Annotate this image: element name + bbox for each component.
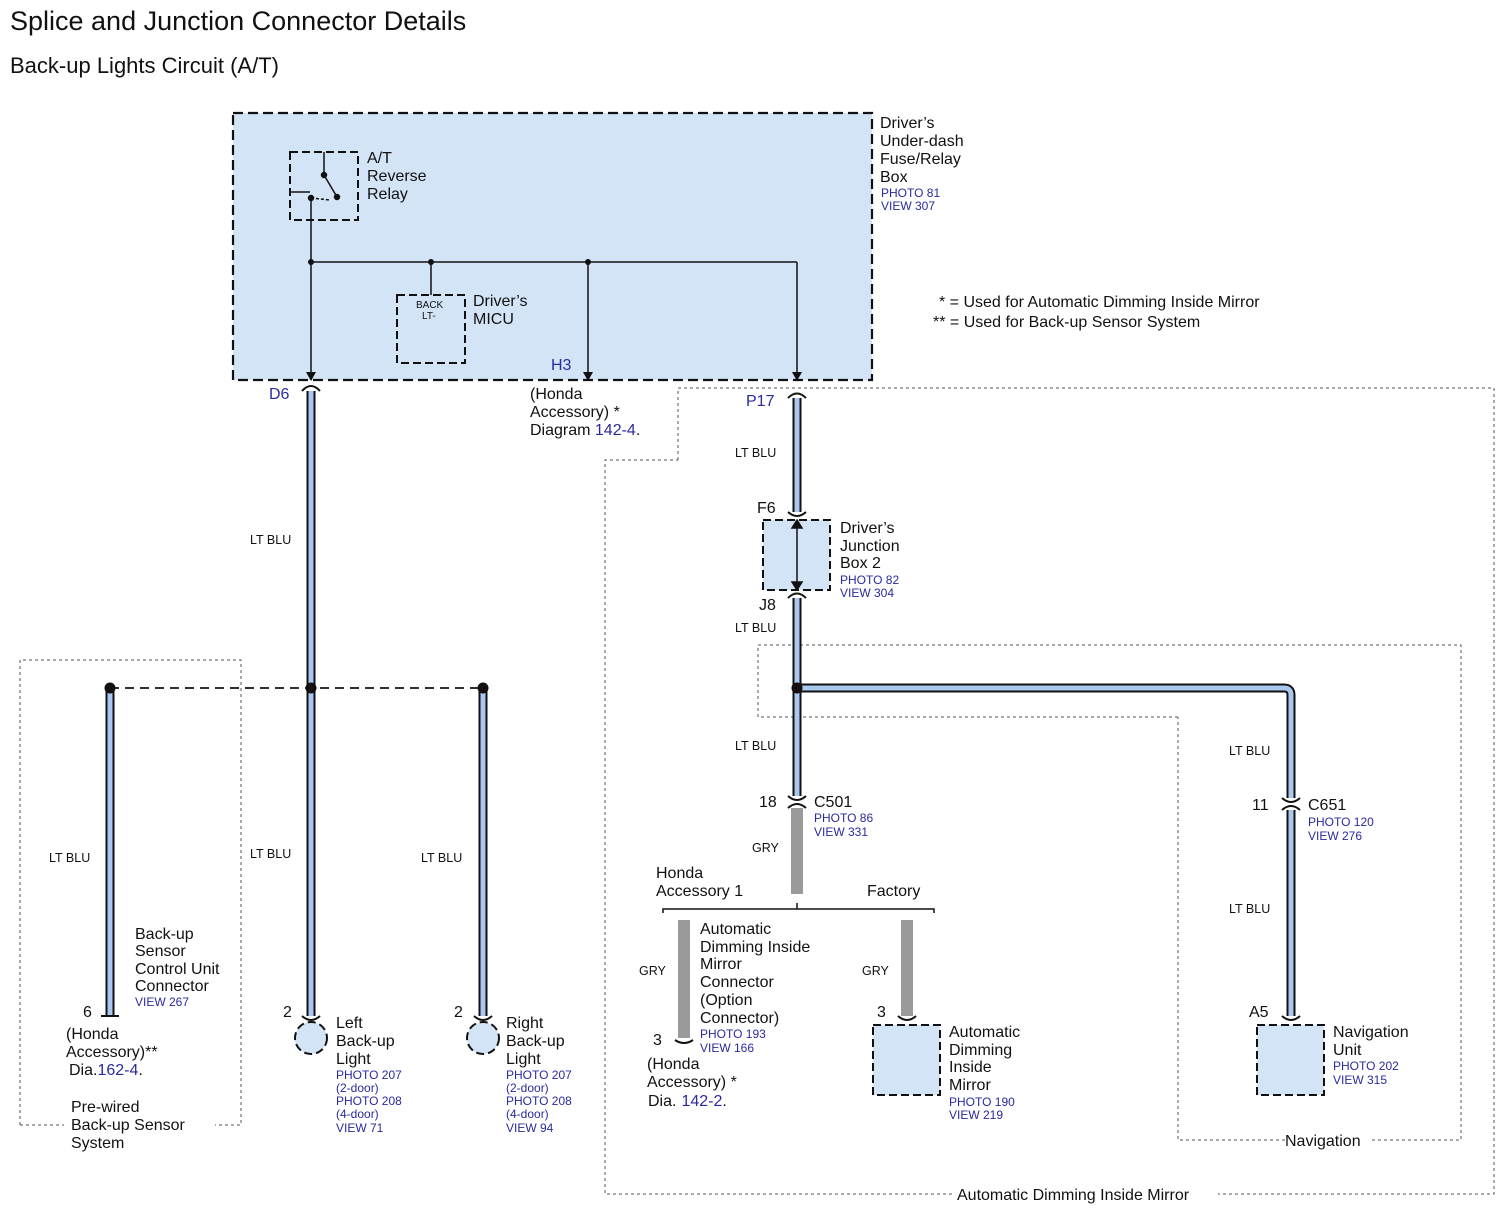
pin-f6: F6 [757,500,776,517]
nav-unit-refs: PHOTO 202 VIEW 315 [1333,1059,1402,1087]
pin-mirror: 3 [877,1004,886,1021]
fuse-box-refs: PHOTO 81 VIEW 307 [881,186,943,213]
wire-label-connector-gry: GRY [639,964,667,978]
junction-box-2-refs: PHOTO 82 VIEW 304 [840,573,902,600]
backup-sensor-view: VIEW 267 [135,995,189,1009]
mirror-group-label: Automatic Dimming Inside Mirror [957,1187,1190,1204]
navigation-group-outline [757,644,1462,1141]
mirror-label: Automatic Dimming Inside Mirror [949,1024,1025,1094]
wire-label-nav-branch: LT BLU [1229,744,1270,758]
left-light-refs: PHOTO 207 (2-door) PHOTO 208 (4-door) VI… [336,1068,405,1135]
junction-box-2-label: Driver’s Junction Box 2 [840,520,904,572]
h3-accessory-note: (Honda Accessory) * Diagram 142-4. [530,386,640,439]
navigation-unit [1256,1024,1325,1096]
wire-label-nav: LT BLU [1229,902,1270,916]
wire-label-left-light: LT BLU [250,847,291,861]
left-light-label: Left Back-up Light [336,1015,399,1068]
wire-label-to-c501: LT BLU [735,739,776,753]
relay-label: A/T Reverse Relay [367,150,431,203]
right-light-label: Right Back-up Light [506,1015,569,1068]
micu-pin-label: BACK LT- [416,300,446,322]
c501-refs: PHOTO 86 VIEW 331 [814,811,876,839]
nav-unit-label: Navigation Unit [1333,1024,1413,1059]
auto-dimming-mirror [872,1024,941,1096]
pin-h3: H3 [551,357,572,374]
pin-mirror-connector: 3 [653,1032,662,1049]
pin-c501: 18 [759,794,777,811]
micu-label: Driver’s MICU [473,293,532,328]
pin-c651: 11 [1252,797,1269,814]
wire-c501-gray [791,808,803,894]
wire-label-d6: LT BLU [250,533,291,547]
pin-nav: A5 [1249,1004,1269,1021]
diagram-link-142-2: 142-2 [681,1093,722,1110]
backup-sensor-group-label: Pre-wired Back-up Sensor System [71,1099,189,1152]
navigation-group-label: Navigation [1285,1133,1361,1150]
left-backup-light [294,1021,328,1055]
c651-label: C651 [1308,797,1346,814]
page-title: Splice and Junction Connector Details [10,6,466,36]
mirror-refs: PHOTO 190 VIEW 219 [949,1095,1018,1122]
right-backup-light [466,1021,500,1055]
fuse-box-label: Driver’s Under-dash Fuse/Relay Box [880,115,968,186]
pin-backup-sensor: 6 [83,1004,92,1021]
wire-mirror-connector-gray [678,920,690,1038]
mirror-connector-note: (Honda Accessory) * Dia.142-2. [647,1056,741,1110]
wire-label-p17: LT BLU [735,446,776,460]
pin-j8: J8 [759,597,776,614]
diagram-link-162-4: 162-4 [97,1062,138,1079]
mirror-group-outline [677,387,1495,1195]
mirror-connector-label: Automatic Dimming Inside Mirror Connecto… [700,921,815,1027]
pin-right-light: 2 [454,1004,463,1021]
backup-sensor-label: Back-up Sensor Control Unit Connector [135,926,224,995]
wire-mirror-gray [901,920,913,1016]
wire-label-mirror-gry: GRY [862,964,890,978]
reverse-relay [289,151,359,221]
branch-bracket [662,903,935,913]
c651-refs: PHOTO 120 VIEW 276 [1308,815,1377,843]
pin-p17: P17 [746,393,775,410]
backup-sensor-group-outline [19,659,242,1126]
legend: * = Used for Automatic Dimming Inside Mi… [933,294,1264,331]
wire-label-j8: LT BLU [735,621,776,635]
wire-label-right-light: LT BLU [421,851,462,865]
fuse-relay-box [231,111,874,382]
backup-sensor-note: (Honda Accessory)** Dia.162-4. [66,1026,162,1079]
c501-label: C501 [814,794,852,811]
pin-left-light: 2 [283,1004,292,1021]
diagram-link-142-4: 142-4 [595,422,636,439]
page-subtitle: Back-up Lights Circuit (A/T) [10,53,279,78]
branch-factory-label: Factory [867,883,920,900]
wire-label-c501-gry: GRY [752,841,780,855]
mirror-connector-refs: PHOTO 193 VIEW 166 [700,1027,769,1055]
pin-d6: D6 [269,386,290,403]
wire-navigation-branch [797,683,1296,798]
wire-label-backup-sensor: LT BLU [49,851,90,865]
branch-honda-label: Honda Accessory 1 [656,865,743,900]
right-light-refs: PHOTO 207 (2-door) PHOTO 208 (4-door) VI… [506,1068,575,1135]
micu [396,294,466,364]
